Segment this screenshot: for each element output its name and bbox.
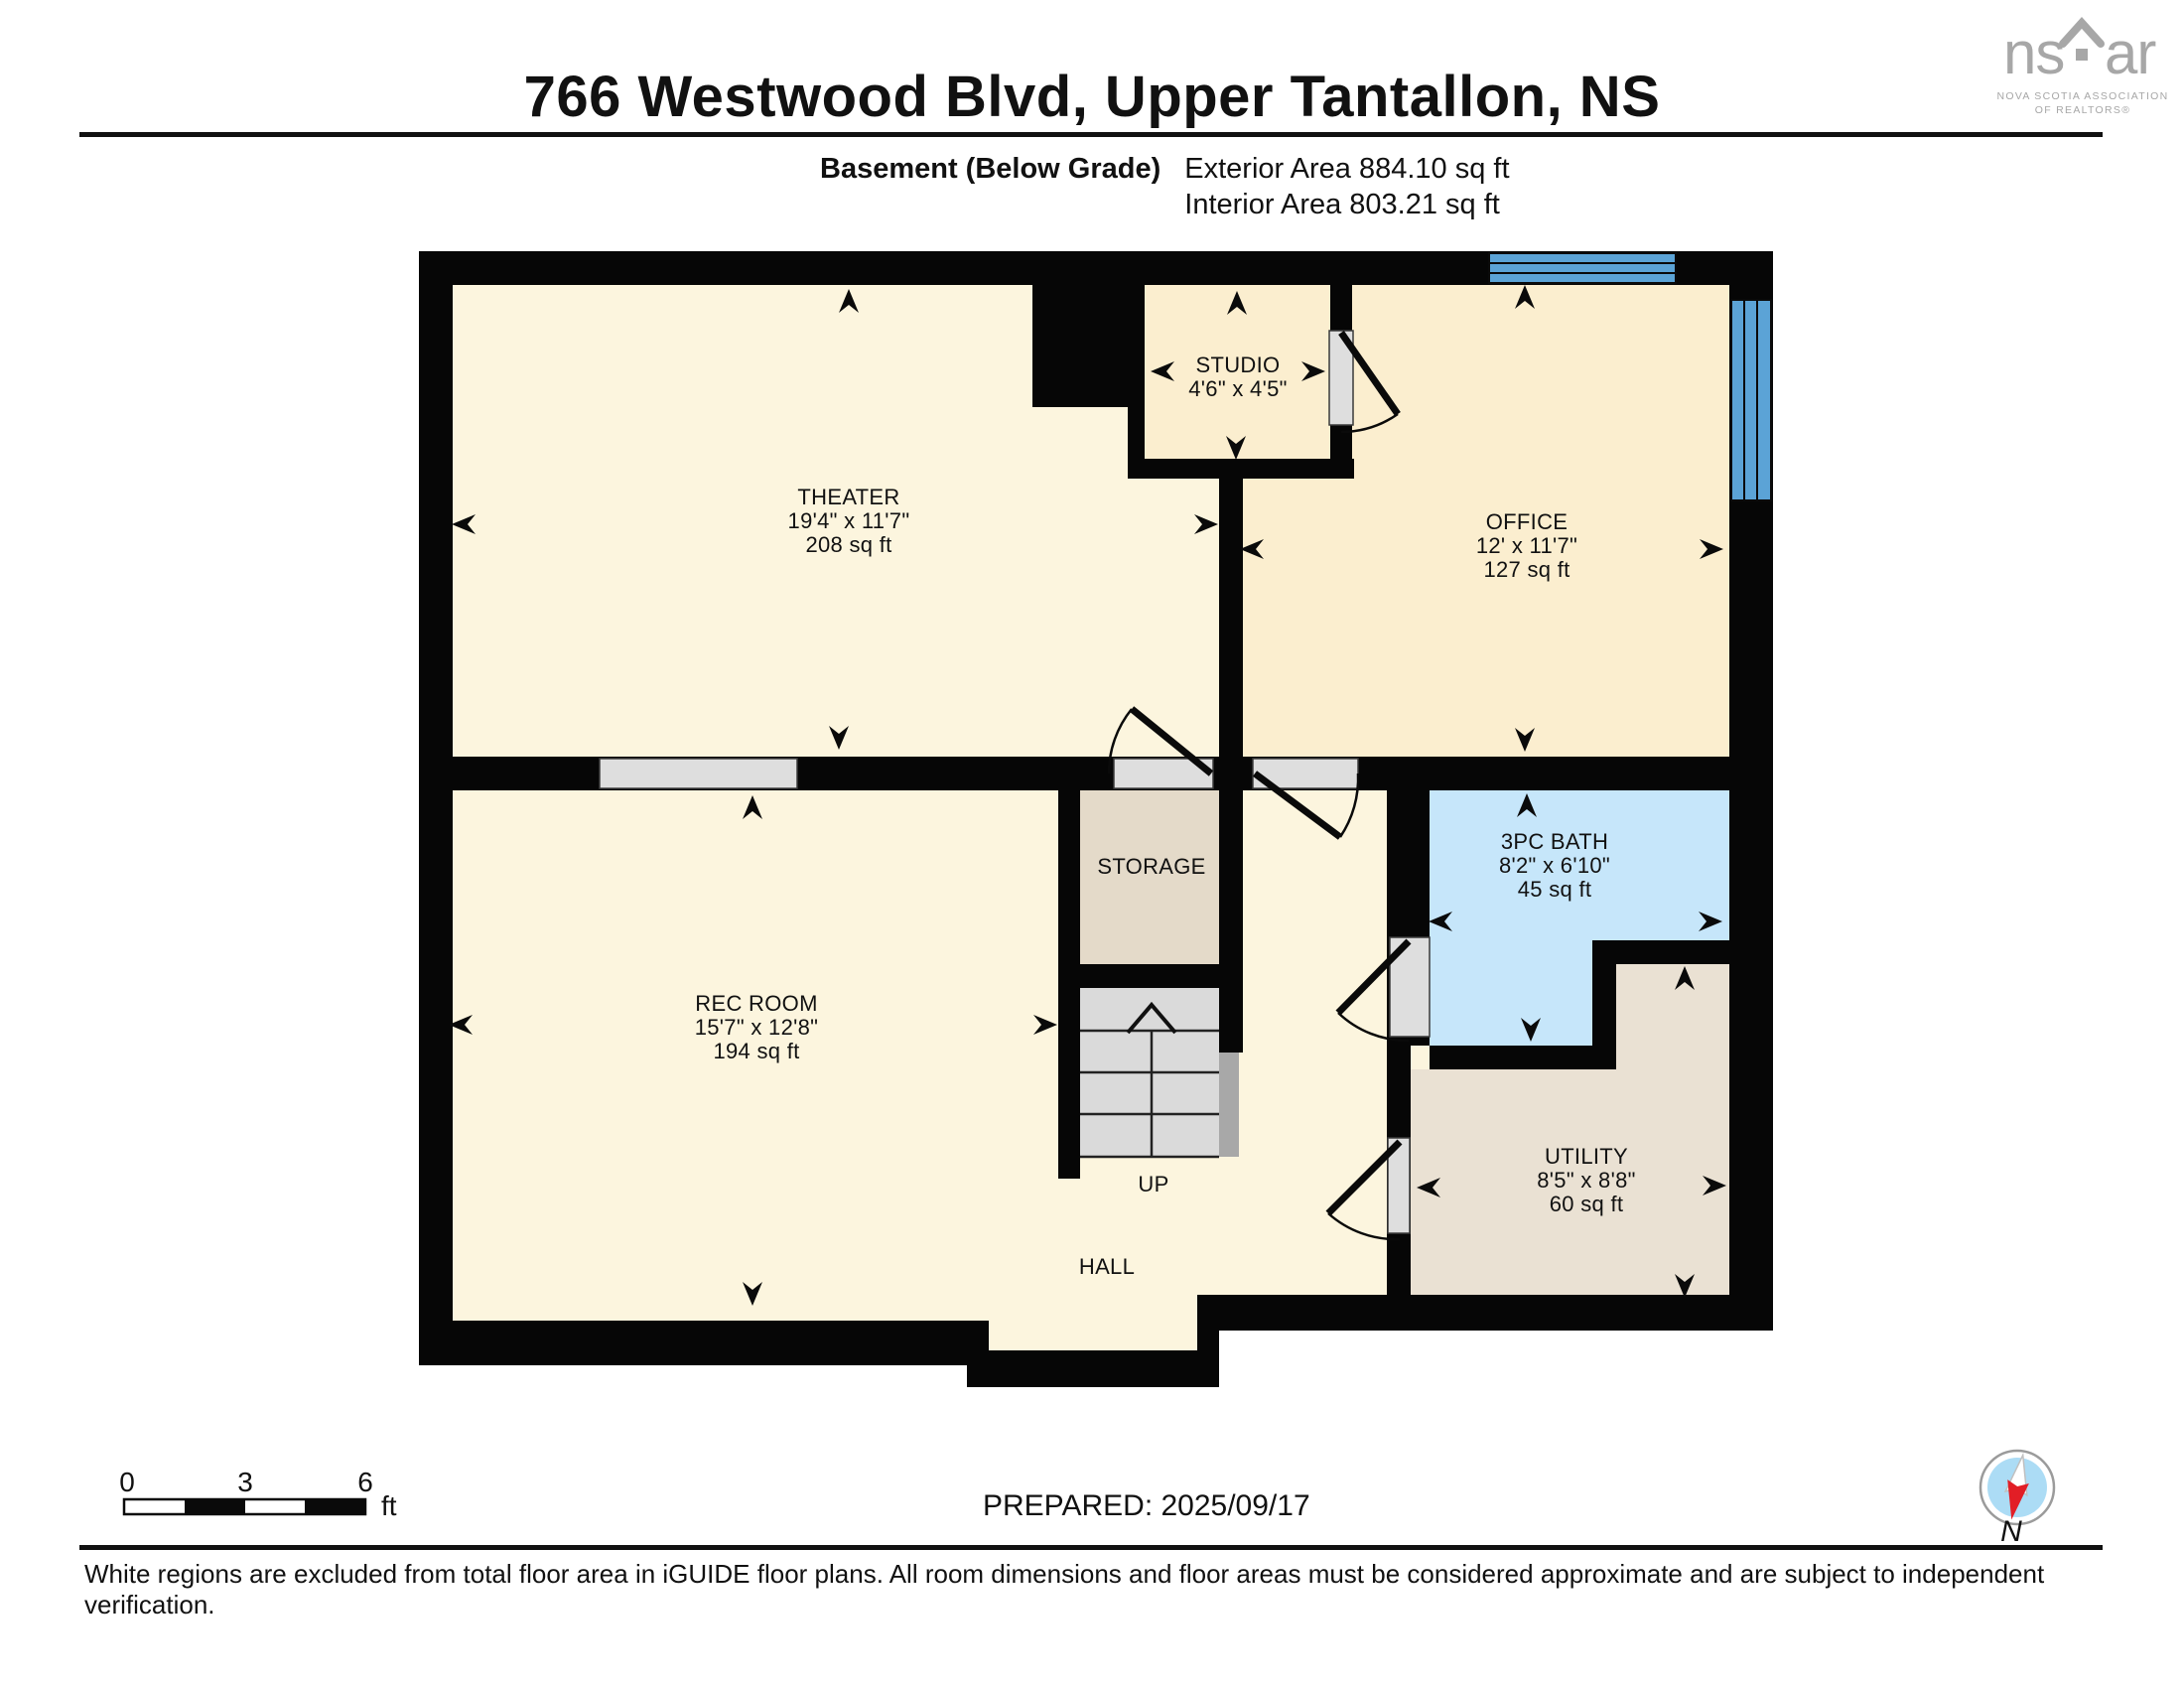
dim-arrow-left: [1240, 539, 1264, 559]
storage-door: [1107, 706, 1214, 776]
svg-text:REC ROOM: REC ROOM: [695, 991, 817, 1016]
dim-arrow-left: [449, 1015, 473, 1035]
footer-divider: [79, 1545, 2103, 1550]
interior-area: Interior Area 803.21 sq ft: [1184, 189, 1500, 220]
dim-arrow-right: [1301, 361, 1325, 381]
svg-text:N: N: [2000, 1515, 2022, 1548]
nsar-logo: ns ar NOVA SCOTIA ASSOCIATION OF REALTOR…: [1996, 17, 2168, 116]
svg-text:127 sq ft: 127 sq ft: [1483, 557, 1570, 582]
svg-text:NOVA SCOTIA ASSOCIATION: NOVA SCOTIA ASSOCIATION: [1996, 90, 2168, 102]
page-title: 766 Westwood Blvd, Upper Tantallon, NS: [523, 65, 1661, 129]
svg-text:HALL: HALL: [1079, 1254, 1135, 1279]
storage-floor: [1080, 790, 1219, 964]
compass: N: [1979, 1449, 2056, 1548]
dim-arrow-left: [1429, 912, 1452, 931]
svg-text:4'6" x 4'5": 4'6" x 4'5": [1188, 376, 1288, 401]
svg-text:15'7" x 12'8": 15'7" x 12'8": [695, 1015, 819, 1040]
room-label-hall: HALL: [1079, 1254, 1135, 1279]
bath-floor: [1430, 790, 1729, 1046]
svg-text:3PC BATH: 3PC BATH: [1501, 829, 1608, 854]
header-divider: [79, 132, 2103, 137]
stairs-handrail: [1219, 1053, 1239, 1157]
svg-text:ar: ar: [2105, 20, 2155, 86]
dim-arrow-right: [1033, 1015, 1057, 1035]
scale-bar: 0 3 6 ft: [119, 1467, 397, 1521]
svg-text:60 sq ft: 60 sq ft: [1550, 1192, 1624, 1216]
dim-arrow-right: [1703, 1176, 1726, 1196]
stairs-up-arrow-icon: [1126, 1001, 1177, 1035]
svg-text:6: 6: [357, 1467, 373, 1497]
floor-summary: Basement (Below Grade) Exterior Area 884…: [820, 151, 1510, 222]
dim-arrow-right: [1194, 514, 1218, 534]
svg-text:OFFICE: OFFICE: [1486, 509, 1568, 534]
dim-arrow-up: [1675, 966, 1695, 990]
svg-text:0: 0: [119, 1467, 135, 1497]
svg-text:UP: UP: [1138, 1172, 1168, 1196]
dim-arrow-down: [829, 726, 849, 750]
doors: [1107, 331, 1412, 1241]
dim-arrow-down: [1675, 1274, 1695, 1298]
stair-treads: [1080, 1029, 1219, 1159]
svg-text:UTILITY: UTILITY: [1545, 1144, 1628, 1169]
studio-door: [1338, 331, 1401, 434]
svg-text:STORAGE: STORAGE: [1097, 854, 1205, 879]
footer-disclaimer: White regions are excluded from total fl…: [84, 1559, 2045, 1619]
dim-arrow-right: [1699, 912, 1722, 931]
dim-arrow-right: [1700, 539, 1723, 559]
svg-text:194 sq ft: 194 sq ft: [713, 1039, 799, 1063]
utility-floor: [1411, 964, 1729, 1295]
office-right-window: [1730, 299, 1772, 501]
dim-arrow-left: [1417, 1178, 1440, 1197]
dim-arrow-up: [1517, 793, 1537, 817]
room-label-storage: STORAGE: [1097, 854, 1205, 879]
dim-arrow-up: [743, 795, 762, 819]
room-label-up: UP: [1138, 1172, 1168, 1196]
dim-arrow-up: [1515, 285, 1535, 309]
svg-text:208 sq ft: 208 sq ft: [805, 532, 891, 557]
house-icon: [2059, 17, 2105, 61]
office-floor: [1243, 285, 1729, 757]
dim-arrow-down: [1515, 728, 1535, 752]
dim-arrow-left: [1151, 361, 1174, 381]
dim-arrow-down: [743, 1282, 762, 1306]
dim-arrow-left: [452, 514, 476, 534]
dim-arrow-up: [839, 289, 859, 313]
floor-label: Basement (Below Grade): [820, 153, 1161, 185]
dim-arrow-up: [1227, 291, 1247, 315]
svg-text:OF REALTORS®: OF REALTORS®: [2035, 104, 2130, 116]
compass-needle-icon: [2003, 1452, 2029, 1520]
svg-text:8'2" x 6'10": 8'2" x 6'10": [1499, 853, 1610, 878]
svg-text:3: 3: [237, 1467, 253, 1497]
office-door: [1252, 771, 1360, 840]
svg-text:12' x 11'7": 12' x 11'7": [1476, 533, 1577, 558]
studio-floor: [1145, 285, 1330, 459]
bath-door: [1335, 938, 1412, 1043]
dim-arrow-down: [1226, 436, 1246, 460]
utility-door: [1325, 1139, 1403, 1241]
svg-text:19'4" x 11'7": 19'4" x 11'7": [788, 508, 910, 533]
svg-text:ns: ns: [2003, 20, 2064, 86]
area-values: Exterior Area 884.10 sq ft Interior Area…: [1184, 151, 1509, 222]
staircase: [1080, 988, 1239, 1159]
dim-arrow-down: [1521, 1018, 1541, 1042]
svg-text:8'5" x 8'8": 8'5" x 8'8": [1537, 1168, 1636, 1193]
exterior-area: Exterior Area 884.10 sq ft: [1184, 153, 1510, 185]
office-top-window: [1488, 252, 1677, 284]
svg-text:45 sq ft: 45 sq ft: [1518, 877, 1592, 902]
svg-text:ft: ft: [381, 1490, 397, 1521]
prepared-date: PREPARED: 2025/09/17: [983, 1489, 1310, 1522]
dimension-arrows: [449, 285, 1726, 1306]
svg-text:STUDIO: STUDIO: [1196, 352, 1281, 377]
windows: [1488, 252, 1772, 501]
svg-text:THEATER: THEATER: [797, 485, 899, 509]
